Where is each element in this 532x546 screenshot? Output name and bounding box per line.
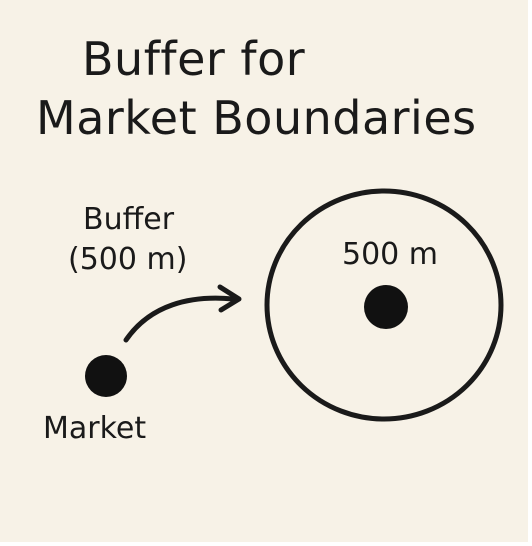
title-line-2: Market Boundaries xyxy=(36,91,477,145)
buffer-label-line-1: Buffer xyxy=(83,202,175,237)
arrow-head xyxy=(217,284,242,313)
arrow-curve xyxy=(123,295,236,343)
buffer-label-line-2: (500 m) xyxy=(68,242,188,277)
market-label: Market xyxy=(43,411,147,446)
title-line-1: Buffer for xyxy=(82,32,306,86)
buffer-center-point xyxy=(364,285,408,329)
buffer-circle xyxy=(264,188,504,422)
market-point xyxy=(85,355,127,397)
radius-label: 500 m xyxy=(342,237,439,272)
